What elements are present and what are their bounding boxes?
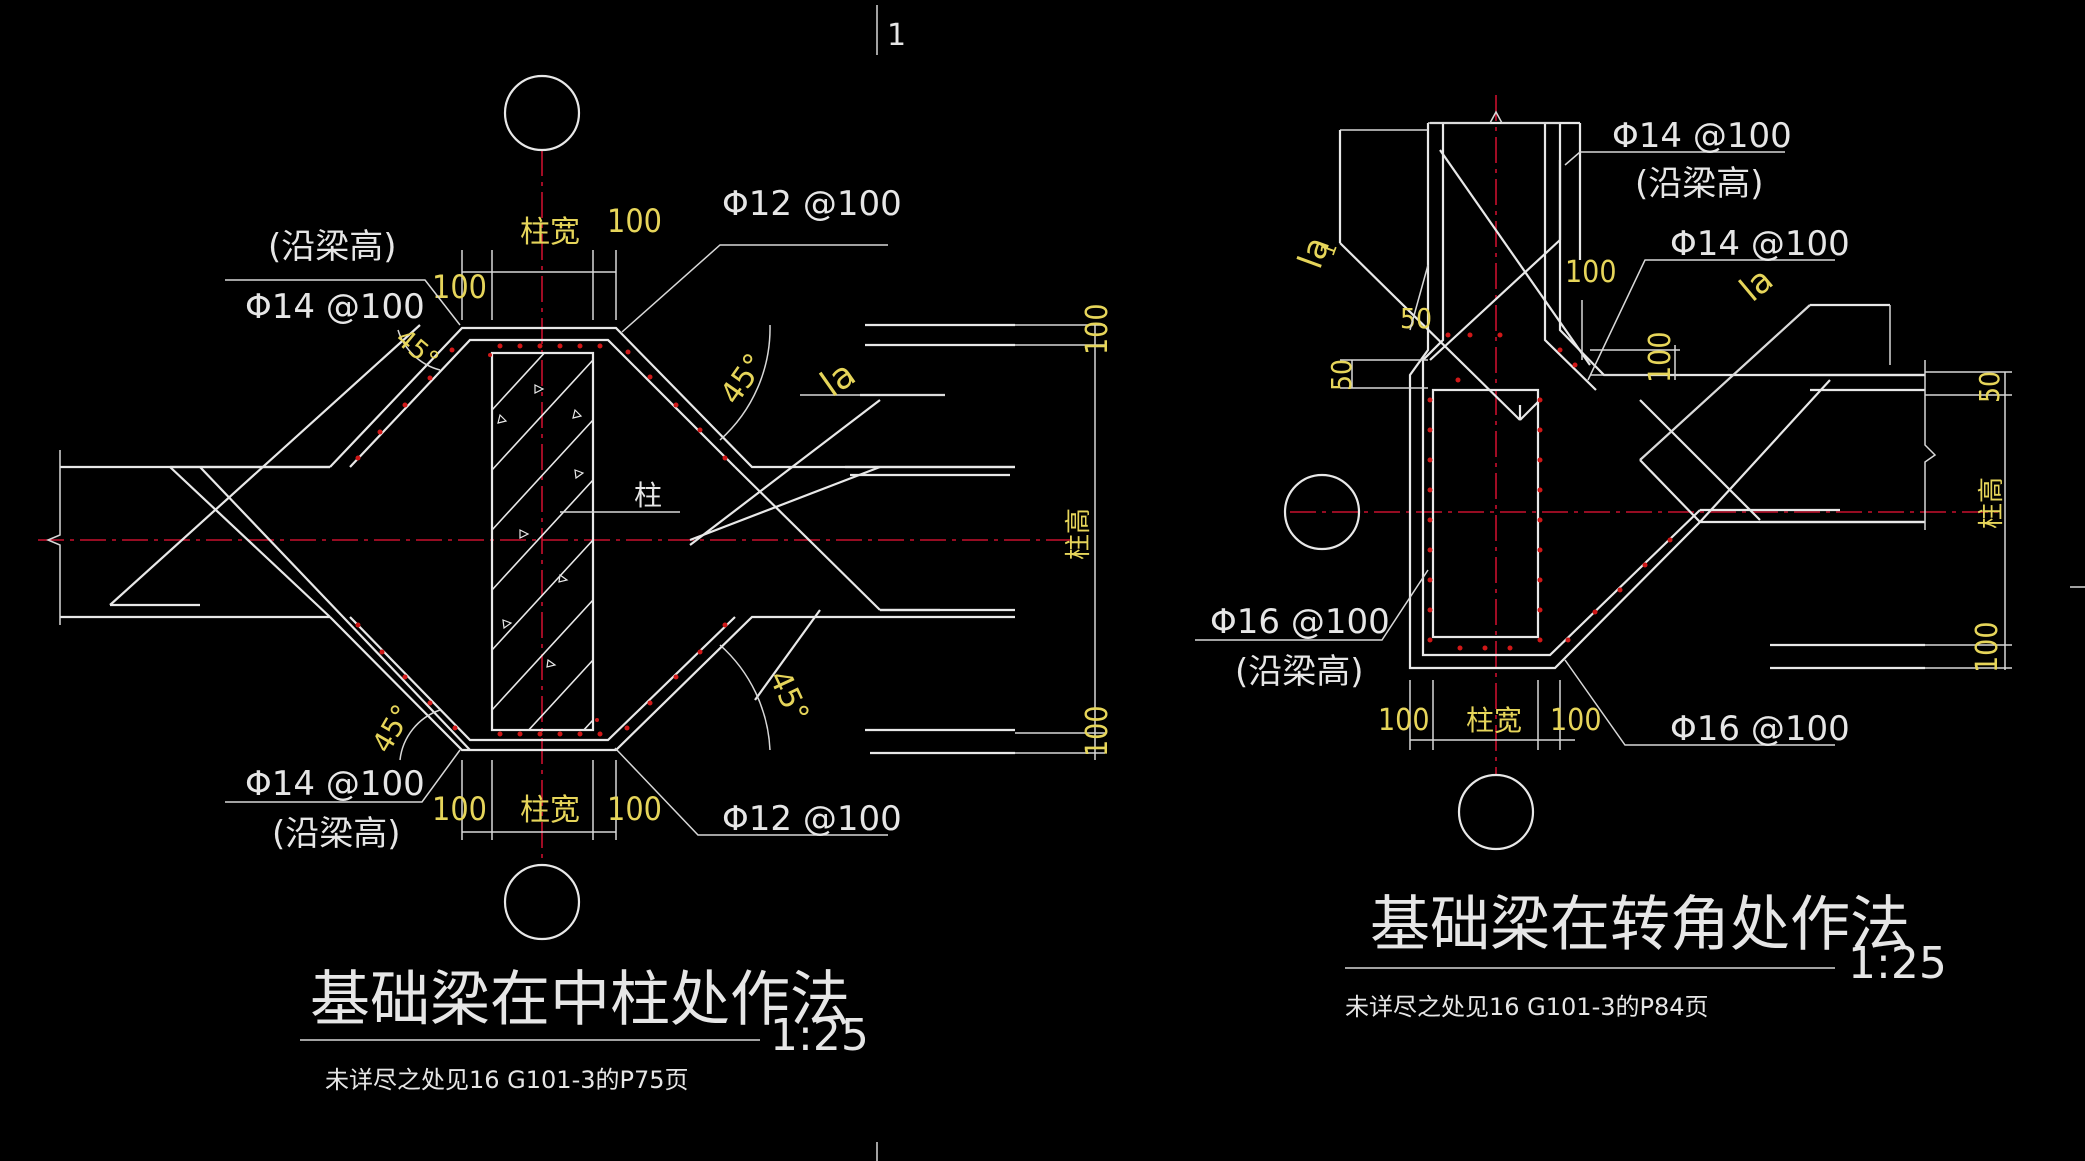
left-axis-bubble-bottom <box>503 863 581 941</box>
left-detail: 柱 柱宽 100 100 柱宽 <box>38 74 1115 1094</box>
right-outer-outline <box>1408 123 1925 670</box>
right-haunch-bar <box>689 465 881 542</box>
right-axis-bubble-left <box>1283 473 1361 551</box>
left-column-section <box>490 351 595 732</box>
right-column-height-label: 柱高 <box>1977 477 2007 529</box>
right-haunch-bar <box>1699 379 1831 523</box>
angle-label-bottom-right: 45° <box>761 665 815 728</box>
right-haunch-bar <box>1639 459 1701 523</box>
right-top-note: (沿梁高) <box>1635 164 1764 204</box>
right-top-la-line <box>1639 304 1811 461</box>
left-beam-break <box>46 450 61 625</box>
right-bottom-dim-100-left: 100 <box>1378 703 1430 738</box>
right-haunch-bar <box>1429 239 1561 361</box>
right-rebar-dots <box>1427 332 1673 651</box>
left-title: 基础梁在中柱处作法 <box>310 965 850 1035</box>
right-dim-50-right: 50 <box>1973 371 2006 403</box>
right-mid-spec: Φ14 @100 <box>1670 224 1850 264</box>
left-haunch-bar <box>169 466 331 618</box>
right-la-label: la <box>1732 260 1781 310</box>
left-scale: 1:25 <box>770 1010 869 1061</box>
right-title: 基础梁在转角处作法 <box>1370 890 1910 960</box>
right-axis-bubble-bottom <box>1457 773 1535 851</box>
angle-arc-top-right <box>719 324 771 441</box>
la-label: la <box>813 353 863 405</box>
right-mid-spec-leader <box>1587 259 1835 381</box>
right-bottom-spec: Φ16 @100 <box>1670 709 1850 749</box>
right-detail: 50 50 la 1 100 100 la 50 柱高 100 100 柱宽 1… <box>1195 95 2012 1021</box>
right-dim-100-mid: 100 <box>1565 255 1617 290</box>
bottom-right-spec: Φ12 @100 <box>722 799 902 839</box>
left-haunch-bar <box>199 466 471 751</box>
top-dim-100: 100 <box>607 202 662 240</box>
right-top-spec-leader <box>1564 151 1785 166</box>
right-inner-cage <box>1421 123 1701 657</box>
right-haunch-bar <box>1639 399 1761 521</box>
angle-arc-bottom-right <box>719 644 771 751</box>
right-haunch-bar <box>1339 242 1521 421</box>
top-left-spec-leader <box>225 279 461 326</box>
left-haunch-bar <box>109 324 421 606</box>
right-haunch-bar <box>689 399 881 546</box>
right-vertical-beam-break <box>1428 110 1560 124</box>
left-rebar-cage-bottom <box>349 616 736 742</box>
right-haunch-bar <box>1439 149 1591 366</box>
column-label: 柱 <box>634 479 662 512</box>
right-haunch-bar <box>734 466 881 611</box>
left-note: 未详尽之处见16 G101-3的P75页 <box>325 1066 689 1094</box>
angle-label-bottom-left: 45° <box>365 699 418 758</box>
right-bottom-spec-leader <box>1564 659 1835 746</box>
right-dim-50-left: 50 <box>1325 359 1358 391</box>
right-column-section <box>1431 388 1540 639</box>
bottom-column-width-label: 柱宽 <box>520 793 580 828</box>
right-top-spec: Φ14 @100 <box>1612 116 1792 156</box>
right-left-spec-leader <box>1195 569 1429 641</box>
bottom-right-dim-100: 100 <box>607 790 662 828</box>
right-scale: 1:25 <box>1848 938 1947 989</box>
left-column-hatching <box>492 353 593 730</box>
right-horizontal-beam-break <box>1924 360 1937 530</box>
left-rebar-cage-top <box>349 338 736 468</box>
right-dim-100-small: 100 <box>1643 331 1678 383</box>
angle-arc-top-left <box>397 329 441 371</box>
bottom-left-dim-100: 100 <box>432 790 487 828</box>
bottom-left-spec-leader <box>225 749 461 803</box>
top-left-spec: Φ14 @100 <box>245 287 425 327</box>
right-haunch-bar <box>754 609 821 701</box>
top-right-spec-leader <box>621 244 888 333</box>
right-dim-100-right: 100 <box>1970 621 2005 673</box>
right-left-spec: Φ16 @100 <box>1210 602 1390 642</box>
bottom-right-spec-leader <box>614 747 888 836</box>
left-axis-bubble-top <box>503 74 581 152</box>
right-note: 未详尽之处见16 G101-3的P84页 <box>1345 993 1709 1021</box>
right-left-note: (沿梁高) <box>1235 652 1364 692</box>
right-bottom-column-width: 柱宽 <box>1466 704 1522 737</box>
left-rebar-dots <box>355 343 728 737</box>
top-column-width-label: 柱宽 <box>520 215 580 250</box>
right-bottom-dim-100-right: 100 <box>1550 703 1602 738</box>
sheet-mark: 1 <box>887 18 906 53</box>
right-inner-cage-top <box>1543 123 1597 391</box>
top-left-note: (沿梁高) <box>268 227 397 267</box>
bottom-left-note: (沿梁高) <box>272 814 401 854</box>
top-right-spec: Φ12 @100 <box>722 184 902 224</box>
right-column-height-label: 柱高 <box>1064 508 1094 560</box>
angle-label-top-right: 45° <box>714 347 773 411</box>
left-octagon-outline-top <box>329 326 1015 469</box>
right-dim-100-top: 100 <box>1080 303 1115 355</box>
left-column-aggregate-marks <box>497 384 585 668</box>
angle-arc-bottom-left <box>399 709 441 761</box>
right-haunch-bar <box>1519 399 1541 421</box>
bottom-left-spec: Φ14 @100 <box>245 764 425 804</box>
right-dim-100-bottom: 100 <box>1080 705 1115 757</box>
